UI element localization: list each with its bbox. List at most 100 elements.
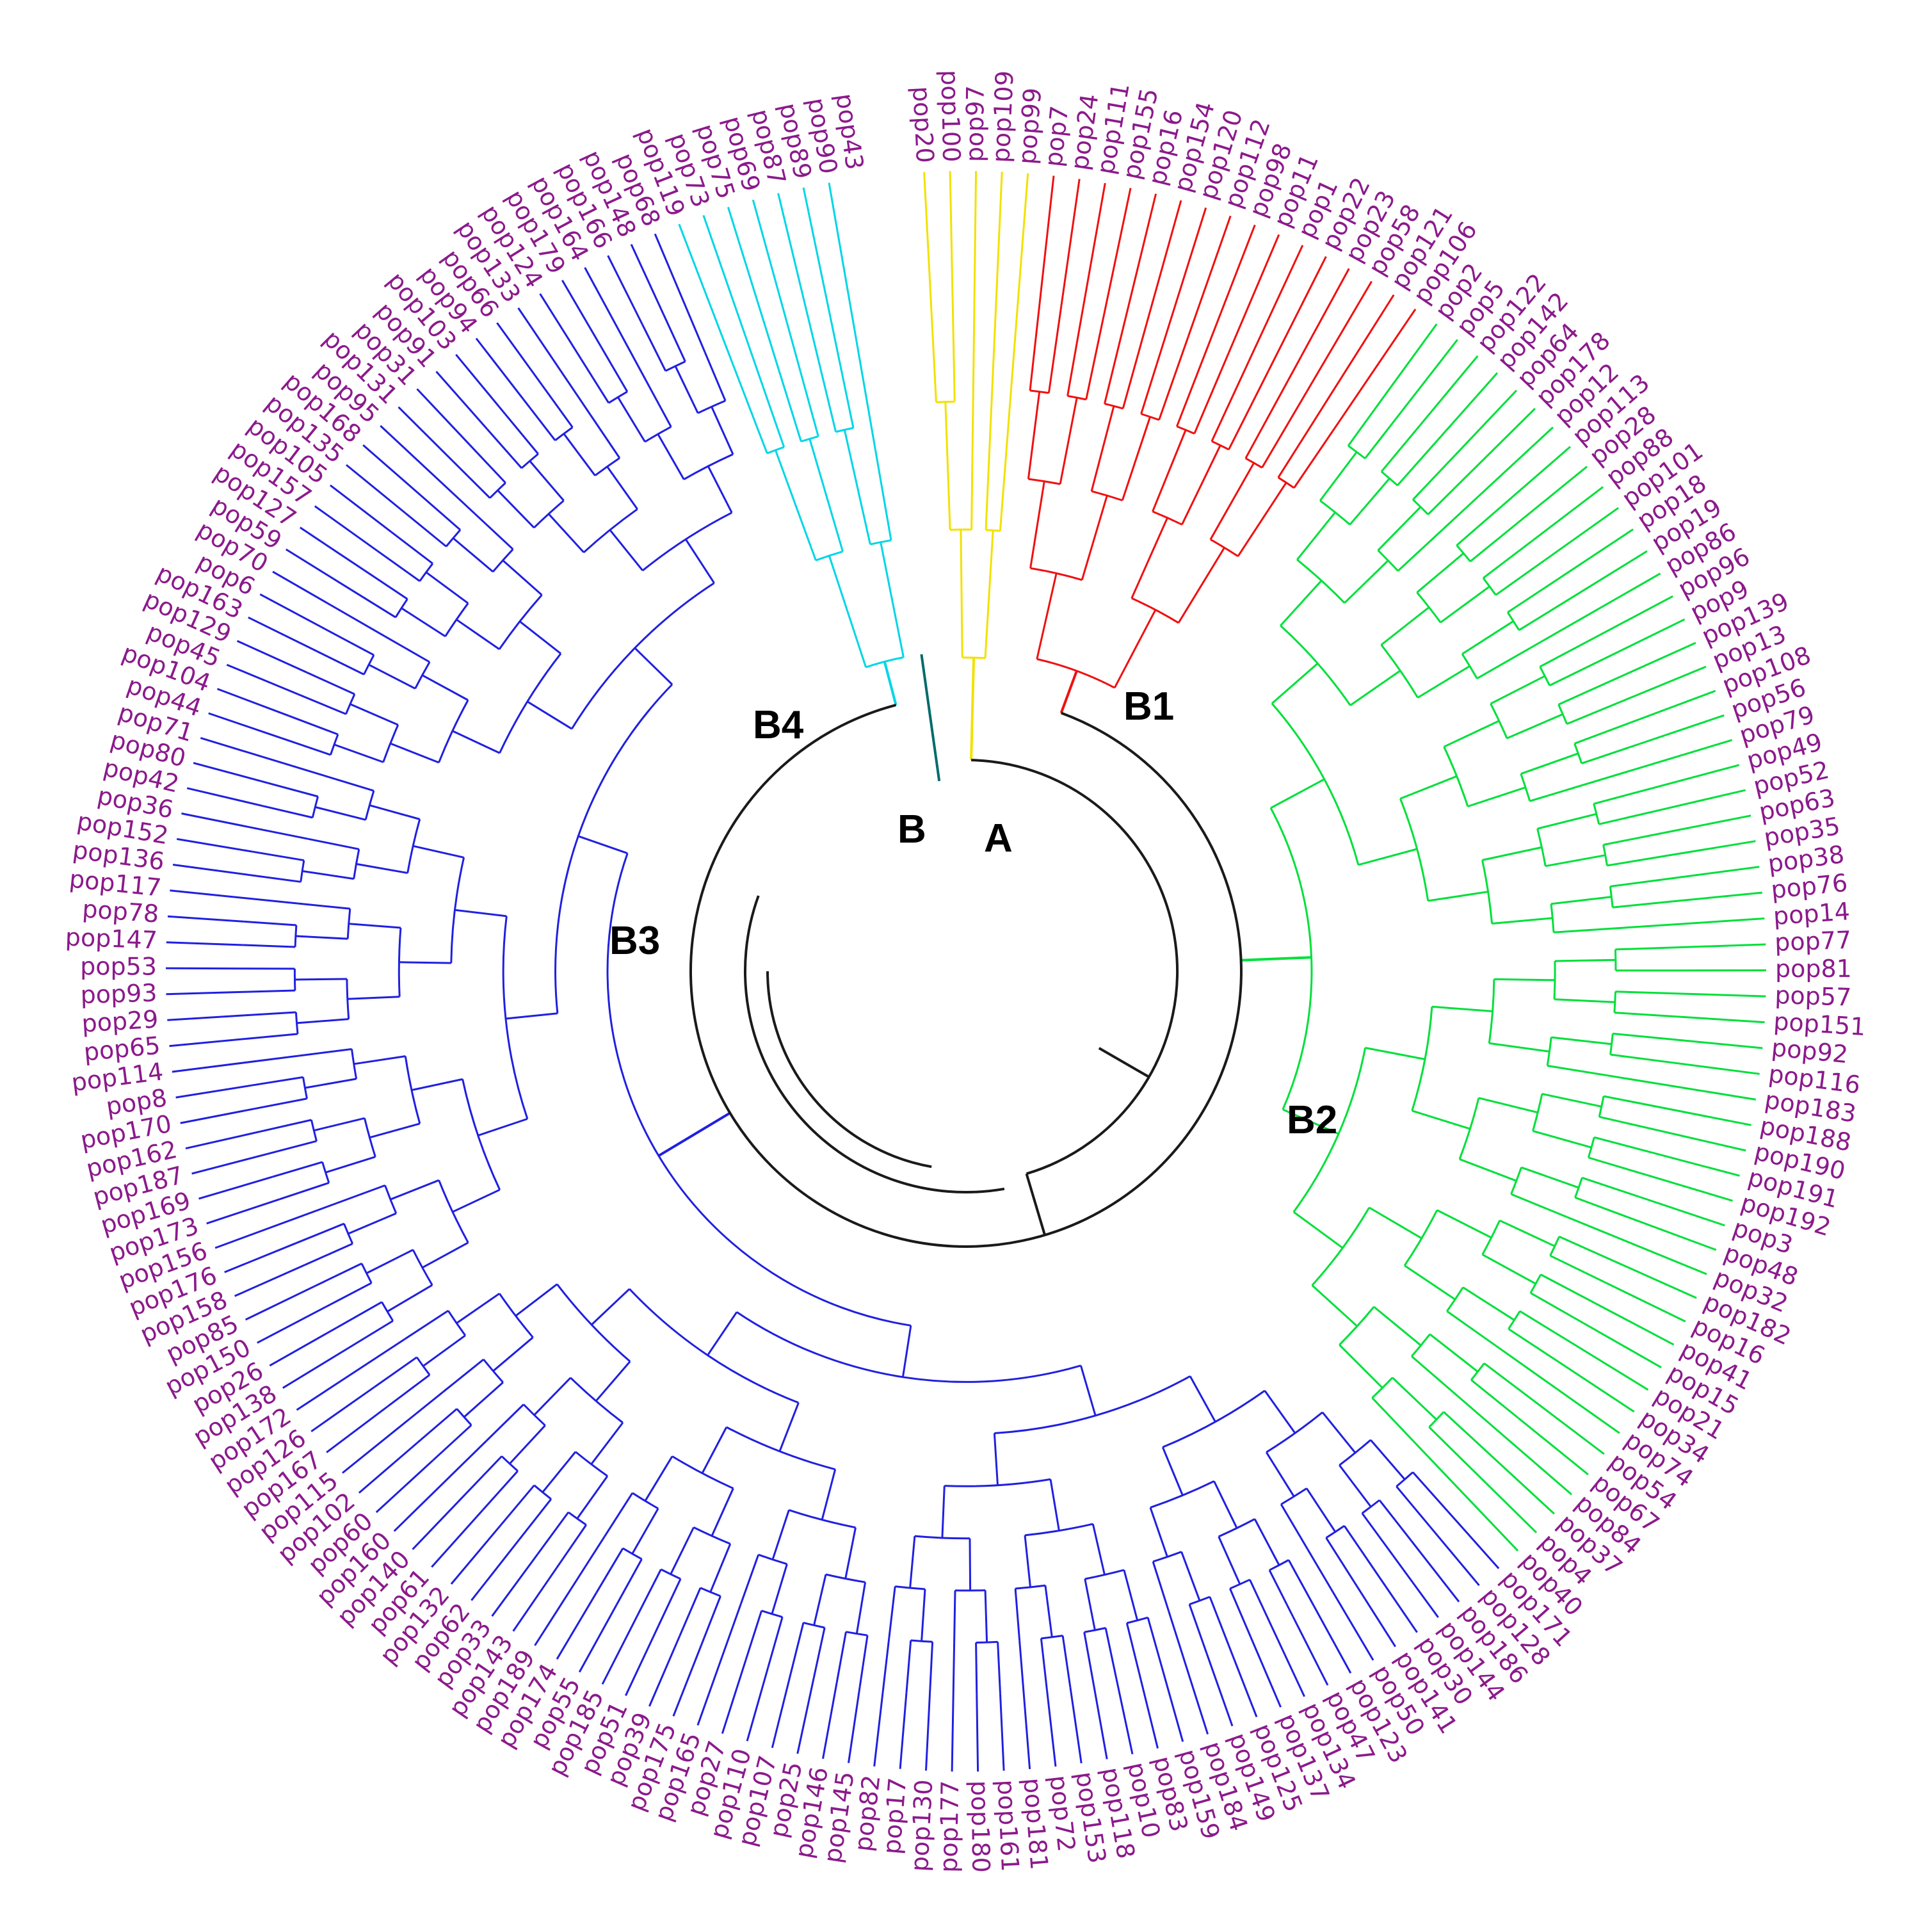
branch-b2 bbox=[1454, 389, 1517, 457]
branch-b1 bbox=[1187, 215, 1232, 337]
branch-b2 bbox=[1440, 585, 1490, 624]
arc-b2 bbox=[1271, 702, 1360, 866]
branch-b3 bbox=[771, 1673, 792, 1749]
branch-b1 bbox=[1293, 414, 1345, 489]
branch-b3 bbox=[422, 1241, 469, 1269]
branch-b3 bbox=[185, 1130, 261, 1150]
leaf-label: pop77 bbox=[1774, 926, 1851, 957]
arc-b3 bbox=[364, 790, 375, 820]
branch-b4 bbox=[809, 438, 844, 552]
branch-b3 bbox=[368, 663, 416, 690]
branch-b2 bbox=[1428, 1426, 1474, 1471]
branch-b2 bbox=[1481, 1254, 1536, 1285]
branch-b3 bbox=[455, 909, 507, 918]
branch-b1 bbox=[1158, 336, 1189, 421]
branch-b3 bbox=[591, 1288, 631, 1326]
arc-b3 bbox=[407, 819, 421, 873]
branch-b1 bbox=[1287, 268, 1350, 382]
branch-b3 bbox=[502, 560, 543, 596]
branch-b4 bbox=[802, 187, 831, 314]
branch-b3 bbox=[404, 1309, 449, 1340]
arc-b1 bbox=[1091, 490, 1123, 501]
branch-b3 bbox=[248, 874, 301, 883]
branch-b3 bbox=[1213, 1480, 1238, 1529]
branch-b3 bbox=[1180, 1551, 1201, 1601]
branch-b3 bbox=[305, 1078, 357, 1089]
branch-b3 bbox=[465, 1455, 503, 1495]
branch-b3 bbox=[369, 804, 421, 820]
branch-b3 bbox=[307, 837, 360, 850]
branch-b3 bbox=[376, 550, 421, 582]
branch-b3 bbox=[172, 1055, 300, 1073]
branch-b3 bbox=[662, 313, 686, 362]
branch-b1 bbox=[1342, 308, 1417, 416]
arc-b3 bbox=[803, 1621, 825, 1629]
branch-b3 bbox=[399, 961, 451, 964]
arc-b3 bbox=[445, 529, 462, 547]
branch-b3 bbox=[421, 674, 469, 701]
branch-b3 bbox=[1149, 1507, 1168, 1558]
leaf-label: pop7 bbox=[1039, 104, 1074, 168]
branch-b3 bbox=[286, 548, 352, 591]
branch-b3 bbox=[348, 1320, 394, 1349]
root-tick bbox=[1098, 1047, 1150, 1078]
branch-b3 bbox=[595, 1548, 624, 1594]
branch-b4 bbox=[807, 317, 837, 432]
branch-b3 bbox=[1343, 1525, 1375, 1570]
branch-b3 bbox=[335, 1301, 383, 1329]
clade-label-a: A bbox=[984, 816, 1013, 861]
branch-b2 bbox=[1529, 572, 1661, 649]
branch-b3 bbox=[539, 293, 582, 360]
branch-b3 bbox=[822, 1683, 838, 1759]
arc-b3 bbox=[499, 652, 562, 754]
branch-b3 bbox=[855, 1581, 867, 1634]
branch-a bbox=[990, 172, 1003, 402]
branch-b3 bbox=[463, 1381, 504, 1418]
branch-b2 bbox=[1598, 809, 1659, 825]
arc-b2 bbox=[1319, 499, 1351, 526]
arc-b3 bbox=[697, 400, 726, 414]
branch-b3 bbox=[739, 1554, 760, 1605]
branch-b2 bbox=[1412, 455, 1456, 501]
branch-b3 bbox=[527, 700, 572, 730]
branch-a bbox=[970, 401, 974, 530]
branch-b2 bbox=[1349, 670, 1401, 706]
branch-b2 bbox=[1539, 637, 1595, 668]
branch-b3 bbox=[478, 1118, 528, 1136]
branch-b3 bbox=[272, 570, 385, 637]
branch-b3 bbox=[431, 1509, 484, 1568]
branch-b3 bbox=[504, 413, 539, 455]
branch-b3 bbox=[307, 672, 355, 695]
branch-b3 bbox=[1392, 1555, 1439, 1618]
arc-b3 bbox=[360, 1263, 373, 1284]
branch-b2 bbox=[1369, 1206, 1422, 1240]
leaf-label: pop161 bbox=[992, 1779, 1024, 1872]
branch-b2 bbox=[1610, 1053, 1671, 1063]
branch-b2 bbox=[1549, 1254, 1606, 1284]
branch-b3 bbox=[383, 635, 430, 663]
branch-b2 bbox=[1502, 446, 1571, 506]
branch-b2 bbox=[1311, 1284, 1358, 1327]
branch-b3 bbox=[347, 996, 400, 1000]
branch-b3 bbox=[603, 1492, 634, 1538]
branch-b2 bbox=[1459, 1158, 1517, 1182]
arc-b2 bbox=[1550, 903, 1555, 933]
branch-b3 bbox=[304, 1243, 353, 1266]
branch-b3 bbox=[745, 1610, 763, 1661]
branch-layer bbox=[165, 171, 1767, 1772]
branch-b2 bbox=[1280, 579, 1323, 627]
branch-b2 bbox=[1296, 512, 1336, 561]
branch-b3 bbox=[590, 414, 621, 459]
branch-b3 bbox=[302, 870, 354, 880]
branch-b3 bbox=[577, 835, 628, 855]
branch-b1 bbox=[1145, 200, 1182, 325]
arc-b3 bbox=[1229, 1578, 1251, 1590]
branch-b3 bbox=[346, 464, 407, 515]
branch-b2 bbox=[1518, 597, 1572, 631]
branch-b1 bbox=[1193, 352, 1230, 434]
branch-b3 bbox=[993, 1433, 999, 1485]
branch-b3 bbox=[1046, 1690, 1057, 1767]
branch-b2 bbox=[1588, 739, 1733, 785]
branch-b3 bbox=[1305, 1487, 1337, 1533]
branch-b2 bbox=[1530, 1292, 1584, 1324]
